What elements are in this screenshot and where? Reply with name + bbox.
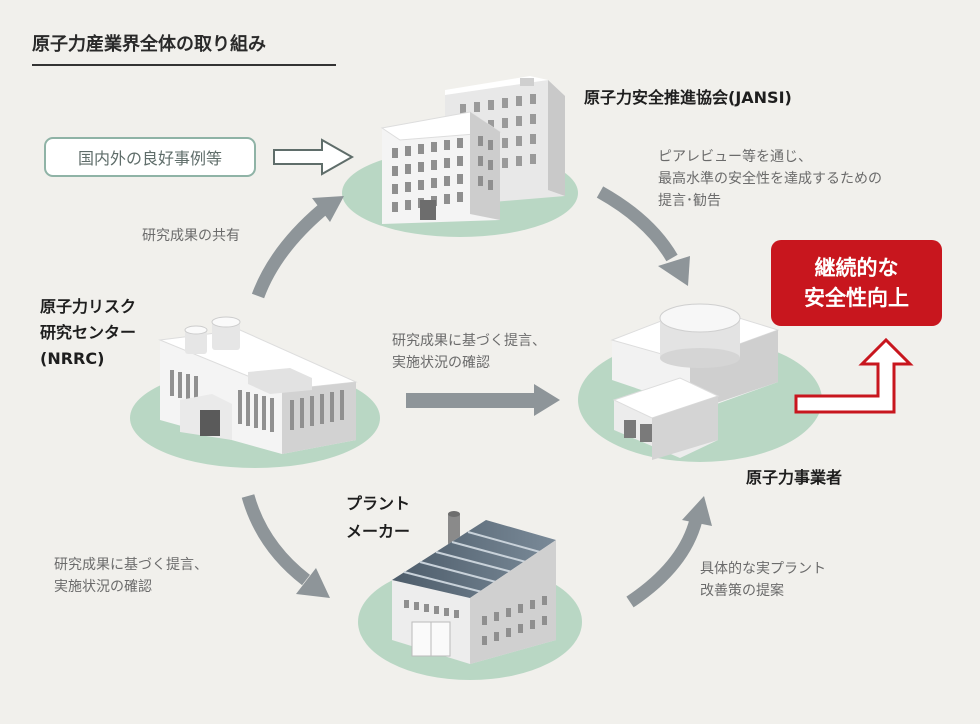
reactor-building-icon — [610, 303, 780, 460]
nrrc-to-operator-line-2: 実施状況の確認 — [392, 355, 490, 371]
nrrc-to-operator-note: 研究成果に基づく提言、 実施状況の確認 — [392, 330, 546, 374]
nrrc-label-line-3: (NRRC) — [40, 349, 105, 368]
maker-to-operator-line-1: 具体的な実プラント — [700, 561, 826, 577]
arrow-to-goal — [794, 337, 914, 414]
arrow-nrrc-to-operator — [406, 384, 560, 416]
jansi-label: 原子力安全推進協会(JANSI) — [584, 88, 792, 107]
nrrc-to-maker-line-2: 実施状況の確認 — [54, 579, 152, 595]
maker-label-line-2: メーカー — [346, 522, 411, 541]
good-practices-label: 国内外の良好事例等 — [77, 149, 222, 168]
page-title: 原子力産業界全体の取り組み — [32, 34, 266, 55]
arrow-nrrc-to-jansi — [251, 196, 344, 299]
jansi-note-line-2: 最高水準の安全性を達成するための — [658, 171, 882, 187]
nrrc-label-line-2: 研究センター — [40, 323, 137, 342]
arrow-good-practices — [273, 138, 355, 176]
nrrc-building-icon — [158, 316, 358, 454]
jansi-building-icon — [380, 76, 565, 224]
maker-label: プラント メーカー — [346, 490, 410, 546]
maker-to-operator-note: 具体的な実プラント 改善策の提案 — [700, 558, 826, 602]
operators-label: 原子力事業者 — [746, 468, 843, 487]
arrow-jansi-to-operator — [596, 186, 690, 286]
goal-line-1: 継続的な — [814, 256, 899, 280]
goal-line-2: 安全性向上 — [804, 286, 909, 310]
title-underline — [32, 64, 336, 66]
share-note: 研究成果の共有 — [142, 228, 240, 244]
nrrc-to-maker-line-1: 研究成果に基づく提言、 — [54, 557, 208, 573]
maker-to-operator-line-2: 改善策の提案 — [700, 583, 784, 599]
nrrc-to-maker-note: 研究成果に基づく提言、 実施状況の確認 — [54, 554, 208, 598]
arrow-nrrc-to-maker — [241, 494, 330, 598]
maker-label-line-1: プラント — [346, 494, 411, 513]
jansi-note-line-3: 提言･勧告 — [658, 193, 721, 209]
nrrc-label: 原子力リスク 研究センター (NRRC) — [40, 294, 136, 372]
jansi-note: ピアレビュー等を通じ、 最高水準の安全性を達成するための 提言･勧告 — [658, 146, 882, 212]
jansi-note-line-1: ピアレビュー等を通じ、 — [658, 149, 812, 165]
goal-box: 継続的な 安全性向上 — [771, 240, 942, 326]
nrrc-to-operator-line-1: 研究成果に基づく提言、 — [392, 333, 546, 349]
arrow-maker-to-operator — [626, 496, 712, 608]
nrrc-label-line-1: 原子力リスク — [40, 297, 137, 316]
good-practices-box: 国内外の良好事例等 — [44, 137, 256, 177]
factory-icon — [392, 511, 556, 664]
